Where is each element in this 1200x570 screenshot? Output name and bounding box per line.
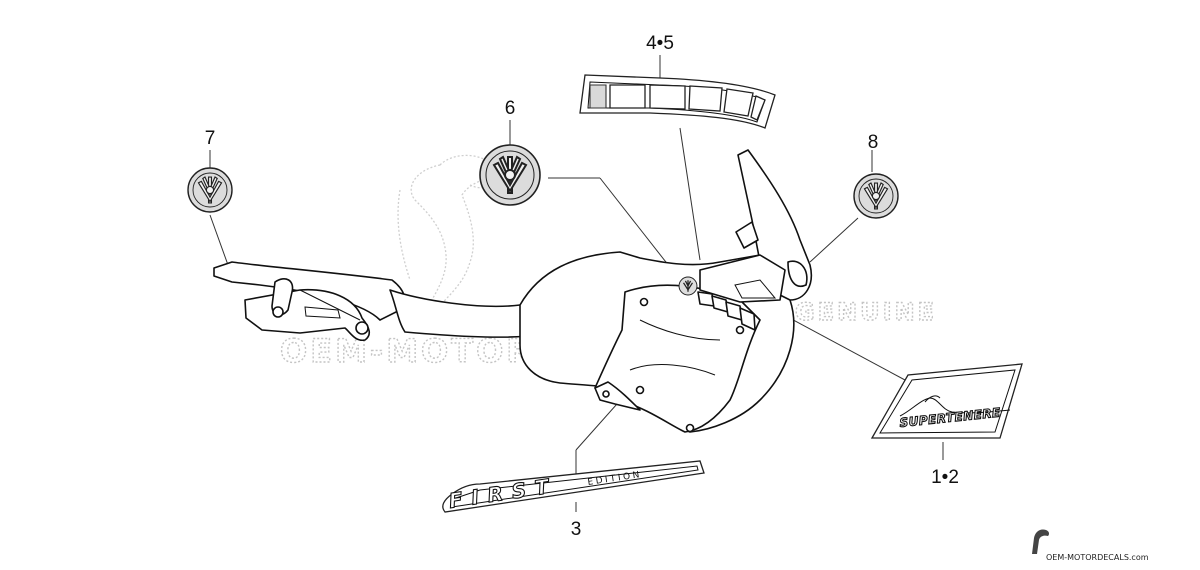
watermark-line2: GENUINE — [795, 298, 937, 326]
footer-site-text: OEM-MOTORDECALS.com — [1046, 553, 1149, 562]
decal-first-text: FIRST — [447, 473, 559, 513]
callout-labels: 4•5 6 7 8 1•2 3 — [205, 33, 959, 540]
mountain-graphic — [899, 397, 1011, 417]
callout-6: 6 — [505, 98, 516, 119]
fuel-tank-cover-assembly — [213, 149, 812, 433]
callout-8: 8 — [868, 132, 879, 153]
watermark-logo-icon — [1032, 529, 1050, 554]
footer-logo: OEM-MOTORDECALS.com — [1032, 529, 1149, 562]
emblem-8 — [853, 173, 899, 219]
tuning-fork-emblem-icon — [678, 276, 698, 296]
stripe-cells — [589, 84, 766, 121]
callout-1-2: 1•2 — [931, 467, 959, 488]
emblem-6 — [479, 144, 541, 206]
decal-3: FIRST EDITION — [442, 460, 705, 513]
vent-slots — [697, 291, 756, 331]
leader-7 — [209, 214, 229, 266]
leader-4-5 — [679, 127, 701, 261]
tuning-fork-emblem-icon — [863, 182, 889, 210]
tuning-fork-emblem-icon — [492, 155, 528, 194]
leader-8 — [809, 217, 859, 263]
tuning-fork-emblem-icon — [197, 176, 223, 204]
decal-4-5 — [579, 74, 776, 129]
emblem-7 — [187, 167, 233, 213]
callout-7: 7 — [205, 128, 216, 149]
callout-4-5: 4•5 — [646, 33, 674, 54]
callout-3: 3 — [571, 519, 582, 540]
decal-1-2: SUPERTENERE — [870, 363, 1023, 439]
